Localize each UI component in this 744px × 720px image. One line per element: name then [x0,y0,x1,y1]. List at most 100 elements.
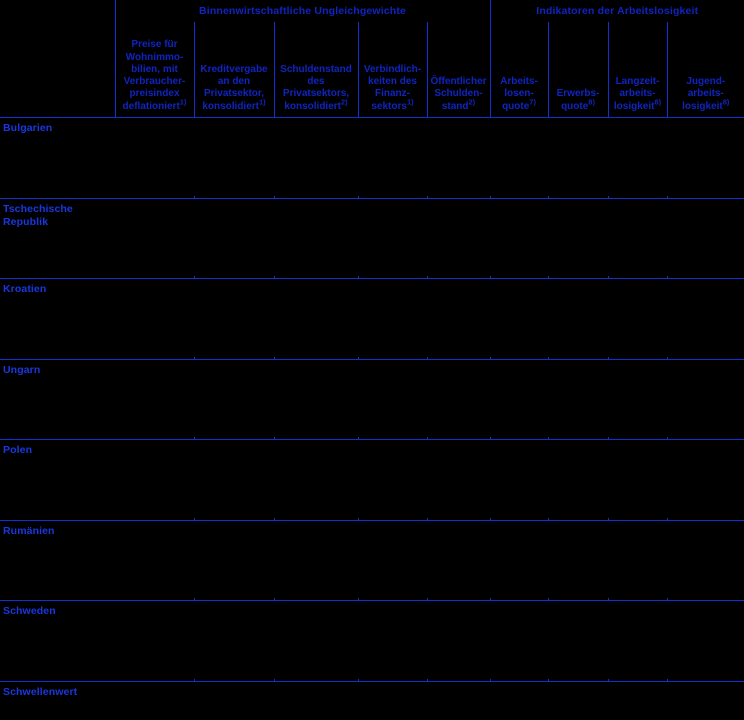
house-prices-line-2: Wohnimmo- [125,51,184,63]
column-header-house-prices: Preise für Wohnimmo- bilien, mit Verbrau… [115,22,195,118]
group-header-domestic-imbalances: Binnenwirtschaftliche Ungleichgewichte [115,0,491,22]
column-header-row: Preise für Wohnimmo- bilien, mit Verbrau… [0,22,744,118]
cell-ungarn-house-prices [115,359,195,440]
private-sector-credit-footnote-marker: 1) [259,97,266,107]
column-header-long-term-unemployment: Langzeit- arbeits- losigkeit8) [608,22,668,118]
cell-ungarn-private-sector-debt [274,359,359,440]
private-sector-credit-line-3: Privatsektor, [203,88,265,100]
cell-schwellenwert-private-sector-credit [194,681,275,720]
youth-unemployment-line-3: losigkeit [682,100,723,112]
cell-bulgarien-private-sector-credit [194,117,275,199]
cell-tschechische-republik-youth-unemployment [667,198,744,279]
long-term-unemployment-line-1: Langzeit- [615,76,660,88]
cell-kroatien-private-sector-credit [194,278,275,360]
cell-ungarn-youth-unemployment [667,359,744,440]
house-prices-line-4: Verbraucher- [123,76,186,88]
table-row: Rumänien [0,520,744,601]
cell-rumaenien-house-prices [115,520,195,601]
cell-schweden-activity-rate [548,600,609,682]
cell-schwellenwert-unemployment-rate [490,681,549,720]
cell-schweden-private-sector-debt [274,600,359,682]
cell-rumaenien-long-term-unemployment [608,520,668,601]
column-header-public-debt: Öffentlicher Schulden- stand2) [427,22,491,118]
row-label-schweden: Schweden [0,600,116,682]
cell-kroatien-unemployment-rate [490,278,549,360]
private-sector-debt-footnote-marker: 2) [341,97,348,107]
cell-bulgarien-private-sector-debt [274,117,359,199]
group-header-unemployment-indicators: Indikatoren der Arbeitslosigkeit [490,0,744,22]
table-row: Polen [0,439,744,521]
cell-rumaenien-public-debt [427,520,491,601]
cell-bulgarien-long-term-unemployment [608,117,668,199]
youth-unemployment-line-2: arbeits- [687,88,724,100]
cell-ungarn-financial-sector-liabilities [358,359,428,440]
cell-schweden-youth-unemployment [667,600,744,682]
cell-rumaenien-activity-rate [548,520,609,601]
private-sector-debt-line-4: konsolidiert [284,100,341,112]
cell-schwellenwert-youth-unemployment [667,681,744,720]
unemployment-rate-line-1: Arbeits- [500,76,538,88]
cell-polen-private-sector-debt [274,439,359,521]
cell-ungarn-public-debt [427,359,491,440]
private-sector-debt-line-3: Privatsektors, [282,88,350,100]
cell-tschechische-republik-long-term-unemployment [608,198,668,279]
activity-rate-line-2: quote [561,100,589,112]
row-label-ungarn: Ungarn [0,359,116,440]
cell-kroatien-financial-sector-liabilities [358,278,428,360]
cell-kroatien-house-prices [115,278,195,360]
private-sector-debt-line-2: des [307,76,325,88]
row-label-schwellenwert: Schwellenwert [0,681,116,720]
cell-rumaenien-youth-unemployment [667,520,744,601]
cell-tschechische-republik-private-sector-debt [274,198,359,279]
cell-kroatien-activity-rate [548,278,609,360]
public-debt-footnote-marker: 2) [468,97,476,107]
cell-tschechische-republik-private-sector-credit [194,198,275,279]
row-label-kroatien: Kroatien [0,278,116,360]
table-row-threshold: Schwellenwert [0,681,744,720]
column-header-private-sector-debt: Schuldenstand des Privatsektors, konsoli… [274,22,359,118]
cell-kroatien-public-debt [427,278,491,360]
cell-bulgarien-financial-sector-liabilities [358,117,428,199]
cell-rumaenien-financial-sector-liabilities [358,520,428,601]
unemployment-rate-line-3: quote [502,100,530,112]
youth-unemployment-footnote-marker: 8) [722,97,730,107]
cell-schwellenwert-long-term-unemployment [608,681,668,720]
private-sector-credit-line-1: Kreditvergabe [200,63,268,75]
public-debt-line-1: Öffentlicher [430,76,487,88]
row-label-bulgarien: Bulgarien [0,117,116,199]
cell-schwellenwert-activity-rate [548,681,609,720]
cell-ungarn-activity-rate [548,359,609,440]
cell-bulgarien-house-prices [115,117,195,199]
cell-polen-house-prices [115,439,195,521]
cell-schweden-long-term-unemployment [608,600,668,682]
table-body: Bulgarien Tschechische Republik [0,117,744,720]
cell-kroatien-long-term-unemployment [608,278,668,360]
cell-polen-public-debt [427,439,491,521]
house-prices-line-6: deflationiert [122,100,180,112]
house-prices-line-5: preisindex [129,88,180,100]
table-row: Kroatien [0,278,744,360]
row-label-rumaenien: Rumänien [0,520,116,601]
table-row: Schweden [0,600,744,682]
financial-sector-liabilities-line-4: sektors [371,100,407,112]
cell-schweden-public-debt [427,600,491,682]
private-sector-debt-line-1: Schuldenstand [280,63,352,75]
row-label-tschechische-republik: Tschechische Republik [0,198,116,279]
cell-ungarn-private-sector-credit [194,359,275,440]
cell-tschechische-republik-public-debt [427,198,491,279]
cell-bulgarien-activity-rate [548,117,609,199]
cell-rumaenien-unemployment-rate [490,520,549,601]
cell-schwellenwert-public-debt [427,681,491,720]
cell-tschechische-republik-activity-rate [548,198,609,279]
cell-polen-unemployment-rate [490,439,549,521]
column-header-activity-rate: Erwerbs- quote8) [548,22,609,118]
public-debt-line-2: Schulden- [434,88,483,100]
private-sector-credit-line-4: konsolidiert [202,100,259,112]
house-prices-footnote-marker: 1) [179,97,187,107]
column-header-private-sector-credit: Kreditvergabe an den Privatsektor, konso… [194,22,275,118]
financial-sector-liabilities-line-1: Verbindlich- [363,63,422,75]
public-debt-line-3: stand [441,100,469,112]
table-row: Bulgarien [0,117,744,199]
